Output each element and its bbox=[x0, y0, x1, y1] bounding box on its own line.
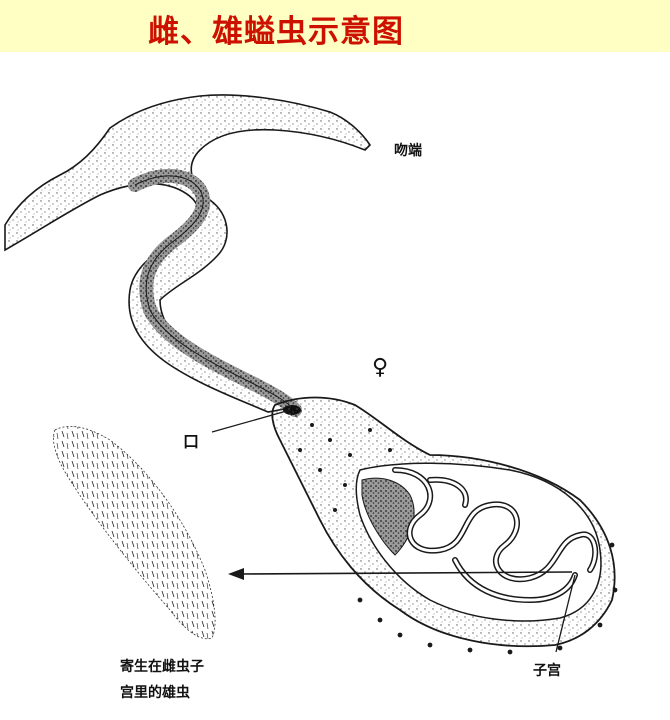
label-male-line1: 寄生在雌虫子 bbox=[120, 659, 204, 675]
proboscis-shape bbox=[4, 94, 372, 413]
label-mouth: 口 bbox=[183, 432, 200, 451]
uterus-pointer bbox=[555, 574, 576, 653]
male-arrow-head bbox=[228, 568, 244, 580]
label-proboscis: 吻端 bbox=[394, 143, 422, 159]
coiled-intestine-inner bbox=[393, 468, 597, 602]
trunk-papillae bbox=[298, 423, 618, 655]
male-worm bbox=[53, 426, 216, 640]
label-uterus: 子宫 bbox=[533, 663, 561, 679]
label-male-worm: 寄生在雌虫子 宫里的雄虫 bbox=[120, 654, 204, 706]
mouth-pointer bbox=[211, 409, 291, 433]
diagram-title: 雌、雄螠虫示意图 bbox=[148, 14, 404, 50]
title-bar: 雌、雄螠虫示意图 bbox=[0, 0, 670, 52]
proboscis-groove-edge bbox=[134, 175, 296, 411]
uterus-cavity bbox=[355, 462, 602, 622]
female-symbol: ♀ bbox=[372, 355, 389, 380]
male-arrow-line bbox=[239, 571, 573, 575]
label-male-line2: 宫里的雄虫 bbox=[120, 685, 190, 701]
